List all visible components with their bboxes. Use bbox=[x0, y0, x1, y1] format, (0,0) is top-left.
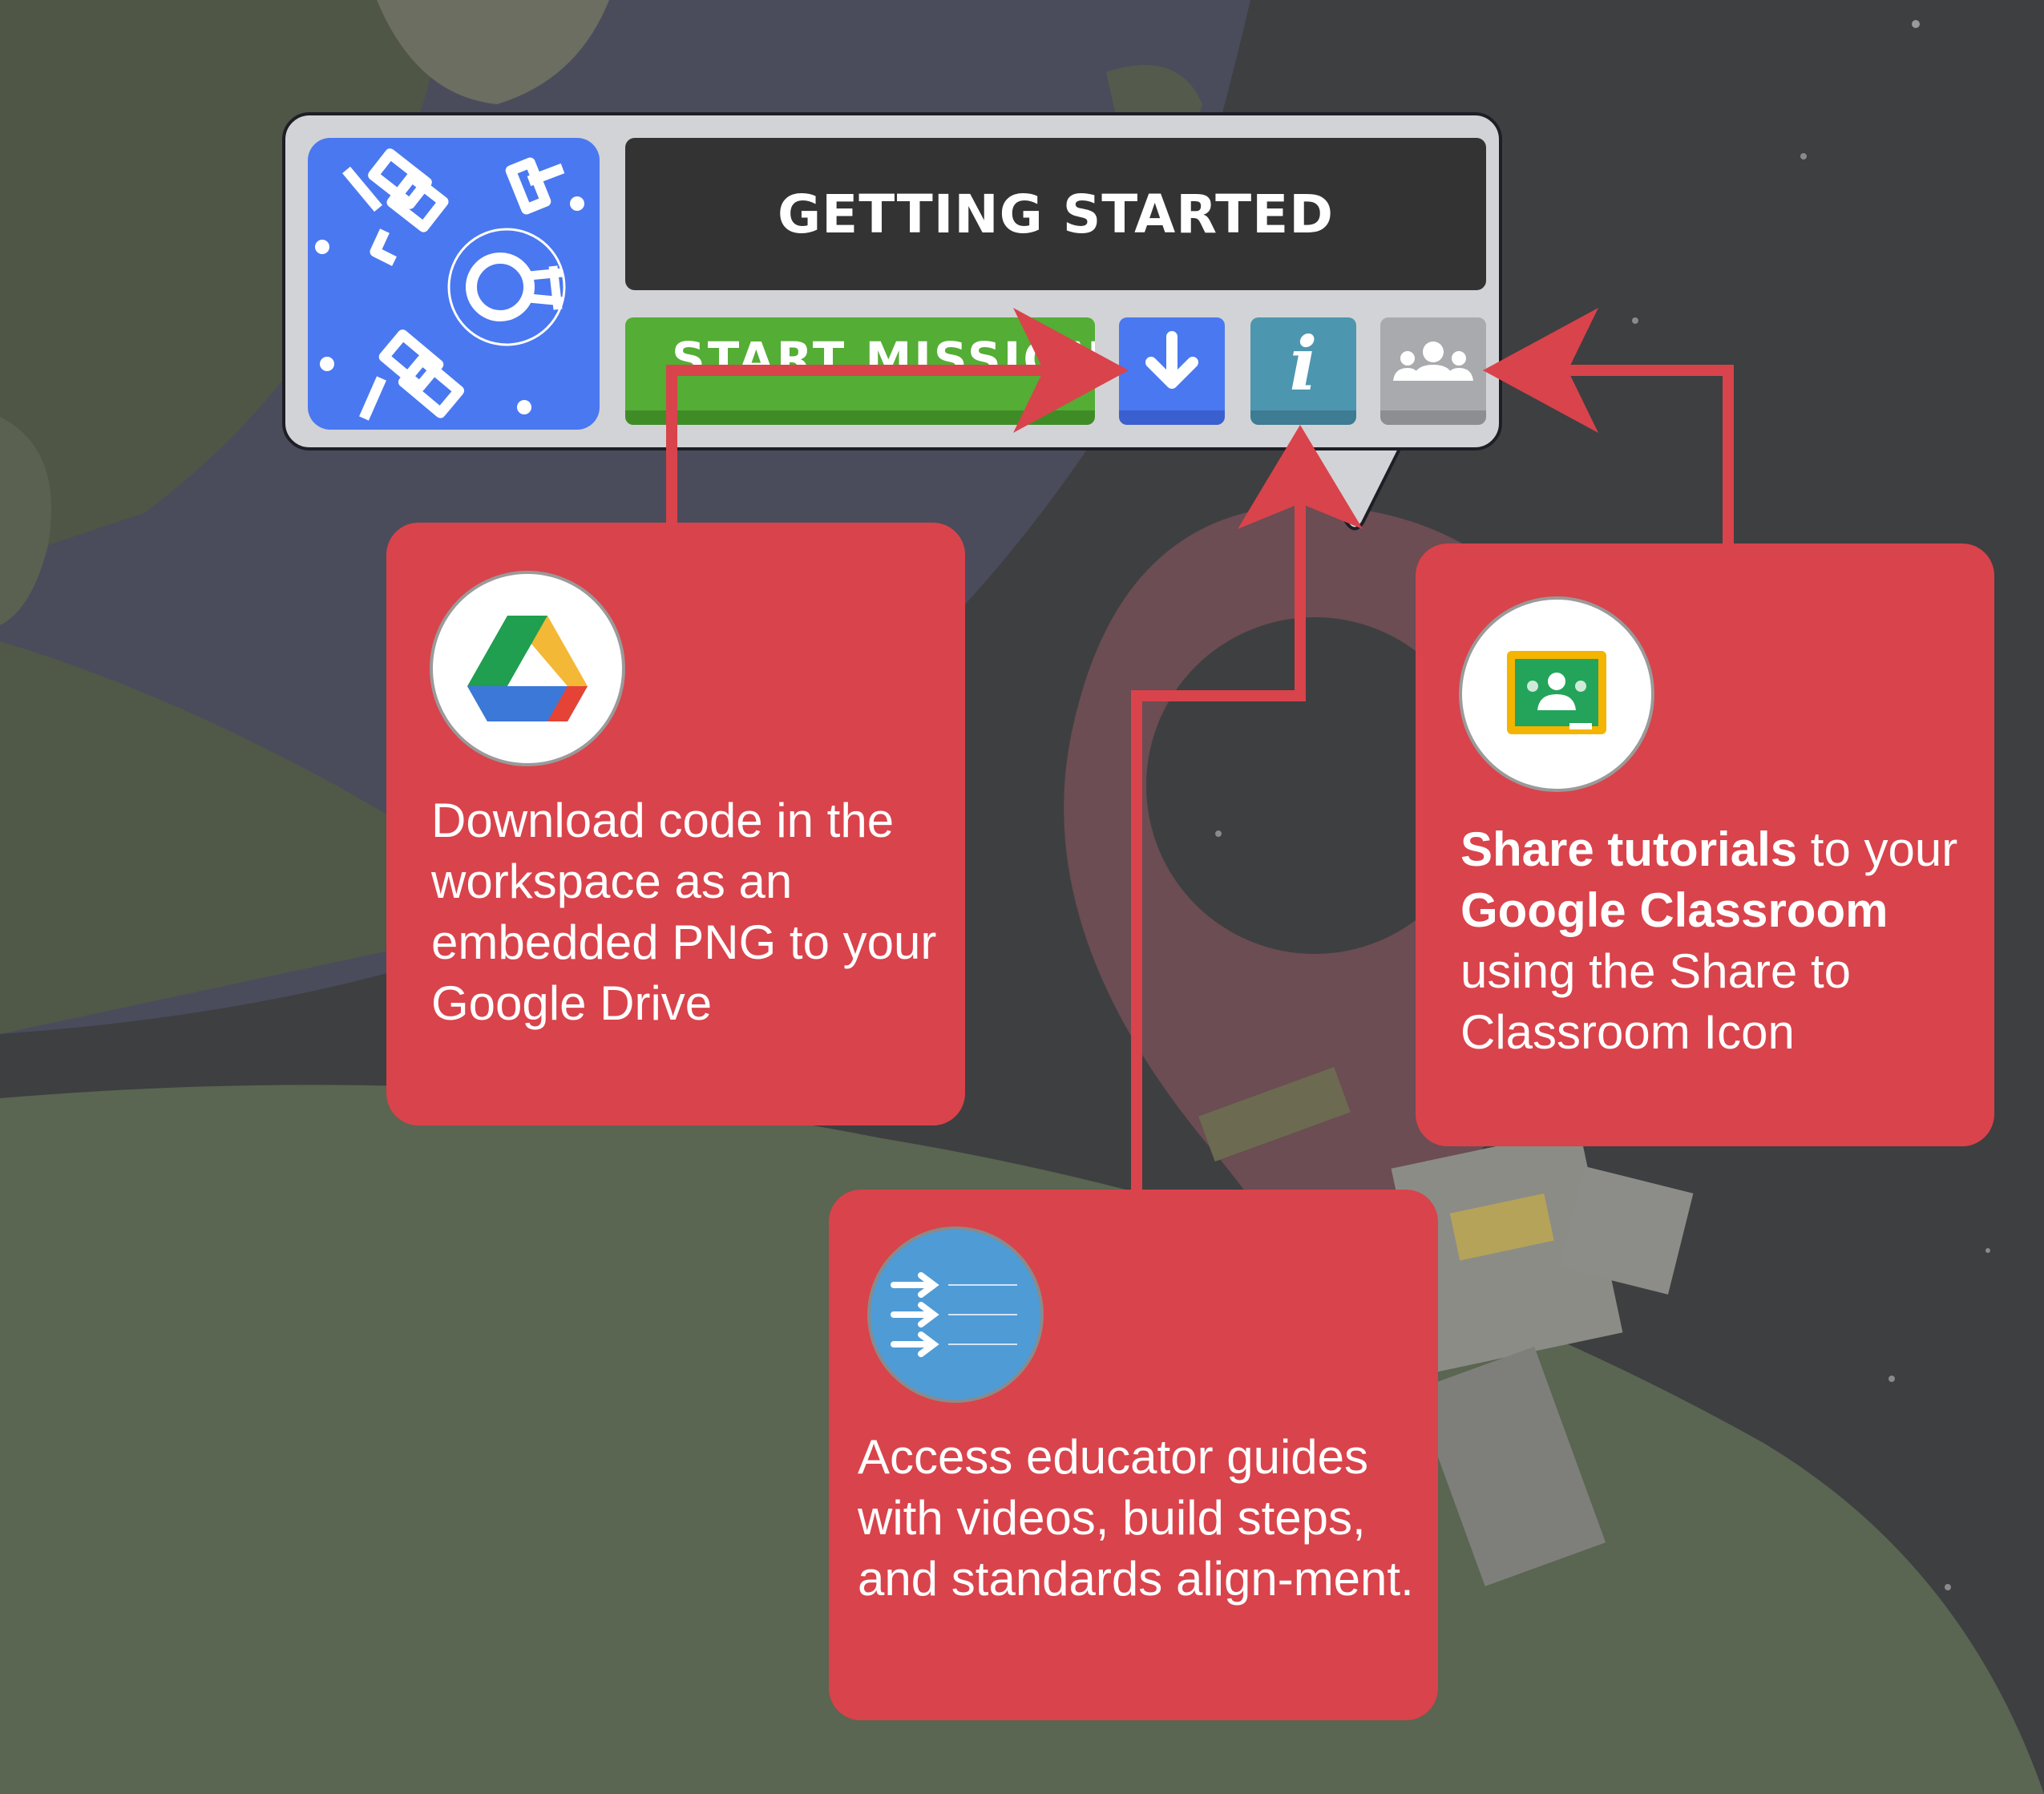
educator-guides-icon bbox=[891, 1272, 1017, 1357]
classroom-text-part2: using the Share to Classroom Icon bbox=[1460, 944, 1852, 1059]
download-connector bbox=[666, 365, 1074, 529]
arrow-down-icon bbox=[1145, 331, 1198, 389]
start-mission-label: START MISSION bbox=[672, 332, 1095, 386]
educator-callout: Access educator guides with videos, buil… bbox=[829, 1190, 1438, 1720]
mission-title: GETTING STARTED bbox=[777, 183, 1334, 245]
mission-popup: GETTING STARTED START MISSION i bbox=[282, 112, 1502, 451]
google-drive-icon bbox=[467, 616, 588, 721]
classroom-text-part1: to your bbox=[1797, 822, 1958, 876]
info-button[interactable]: i bbox=[1250, 317, 1356, 425]
classroom-arrowhead bbox=[1483, 308, 1598, 433]
classroom-icon-circle bbox=[1459, 596, 1654, 792]
classroom-people-icon bbox=[1393, 341, 1473, 381]
classroom-bold-share: Share tutorials bbox=[1460, 822, 1798, 876]
download-button[interactable] bbox=[1119, 317, 1225, 425]
drive-callout-text: Download code in the workspace as an emb… bbox=[431, 794, 937, 1030]
educator-icon-circle bbox=[867, 1226, 1044, 1403]
info-arrowhead bbox=[1238, 425, 1363, 529]
classroom-callout-text: Share tutorials to your Google Classroom… bbox=[1460, 819, 1973, 1063]
classroom-connector bbox=[1523, 365, 1734, 545]
info-connector bbox=[1131, 481, 1306, 1194]
info-icon: i bbox=[1289, 321, 1318, 407]
satellite-mission-icon bbox=[308, 138, 600, 430]
drive-callout: Download code in the workspace as an emb… bbox=[386, 523, 965, 1125]
mission-title-bar: GETTING STARTED bbox=[625, 138, 1486, 290]
download-arrowhead bbox=[1013, 308, 1129, 433]
share-classroom-button[interactable] bbox=[1380, 317, 1486, 425]
classroom-bold-classroom: Google Classroom bbox=[1460, 883, 1888, 937]
classroom-callout: Share tutorials to your Google Classroom… bbox=[1416, 543, 1994, 1146]
educator-callout-text: Access educator guides with videos, buil… bbox=[858, 1430, 1414, 1606]
google-classroom-icon bbox=[1507, 651, 1606, 734]
drive-icon-circle bbox=[430, 571, 625, 766]
